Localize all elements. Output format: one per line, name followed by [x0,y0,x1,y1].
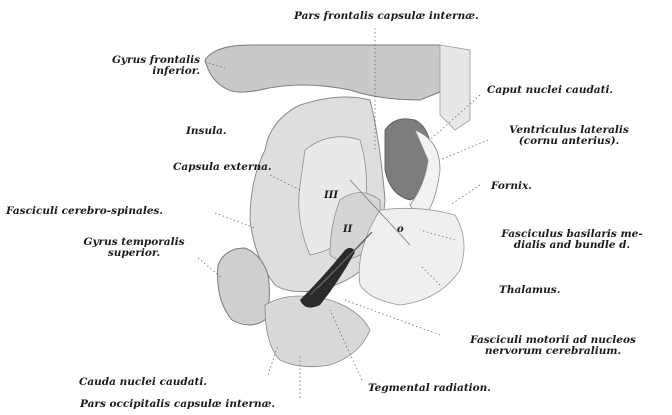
label-capsula-externa: Capsula externa. [173,162,272,173]
label-pars-frontalis: Pars frontalis capsulæ internæ. [294,11,479,22]
inset-label-o: o [397,224,404,235]
label-fornix: Fornix. [491,181,532,192]
label-gyrus-frontalis: Gyrus frontalis inferior. [66,55,200,77]
label-gyrus-frontalis-line-2: inferior. [66,66,200,77]
label-thalamus: Thalamus. [499,285,560,296]
label-fasciculi-motorii-line-2: nervorum cerebralium. [438,346,668,357]
thalamus-region [359,208,464,305]
label-ventriculus-lateralis: Ventriculus lateralis (cornu anterius). [470,125,668,147]
inset-label-III: III [324,190,338,201]
label-insula: Insula. [186,126,227,137]
label-fasciculus-basilaris: Fasciculus basilaris me- dialis and bund… [476,229,668,251]
label-ventriculus-line-2: (cornu anterius). [470,136,668,147]
label-gyrus-temporalis: Gyrus temporalis superior. [78,237,190,259]
gyrus-frontalis-region [205,45,445,100]
label-fasciculi-motorii: Fasciculi motorii ad nucleos nervorum ce… [438,335,668,357]
label-cauda-nuclei-caudati: Cauda nuclei caudati. [79,377,207,388]
label-fasciculi-cerebro-spinales: Fasciculi cerebro-spinales. [6,206,163,217]
pars-occipitalis-region [265,296,370,367]
label-caput-nuclei-caudati: Caput nuclei caudati. [487,85,613,96]
label-tegmental-radiation: Tegmental radiation. [368,383,491,394]
inset-label-II: II [343,224,352,235]
label-gyrus-temporalis-line-2: superior. [78,248,190,259]
label-fasciculus-basilaris-line-2: dialis and bundle d. [476,240,668,251]
label-pars-occipitalis: Pars occipitalis capsulæ internæ. [80,399,275,410]
